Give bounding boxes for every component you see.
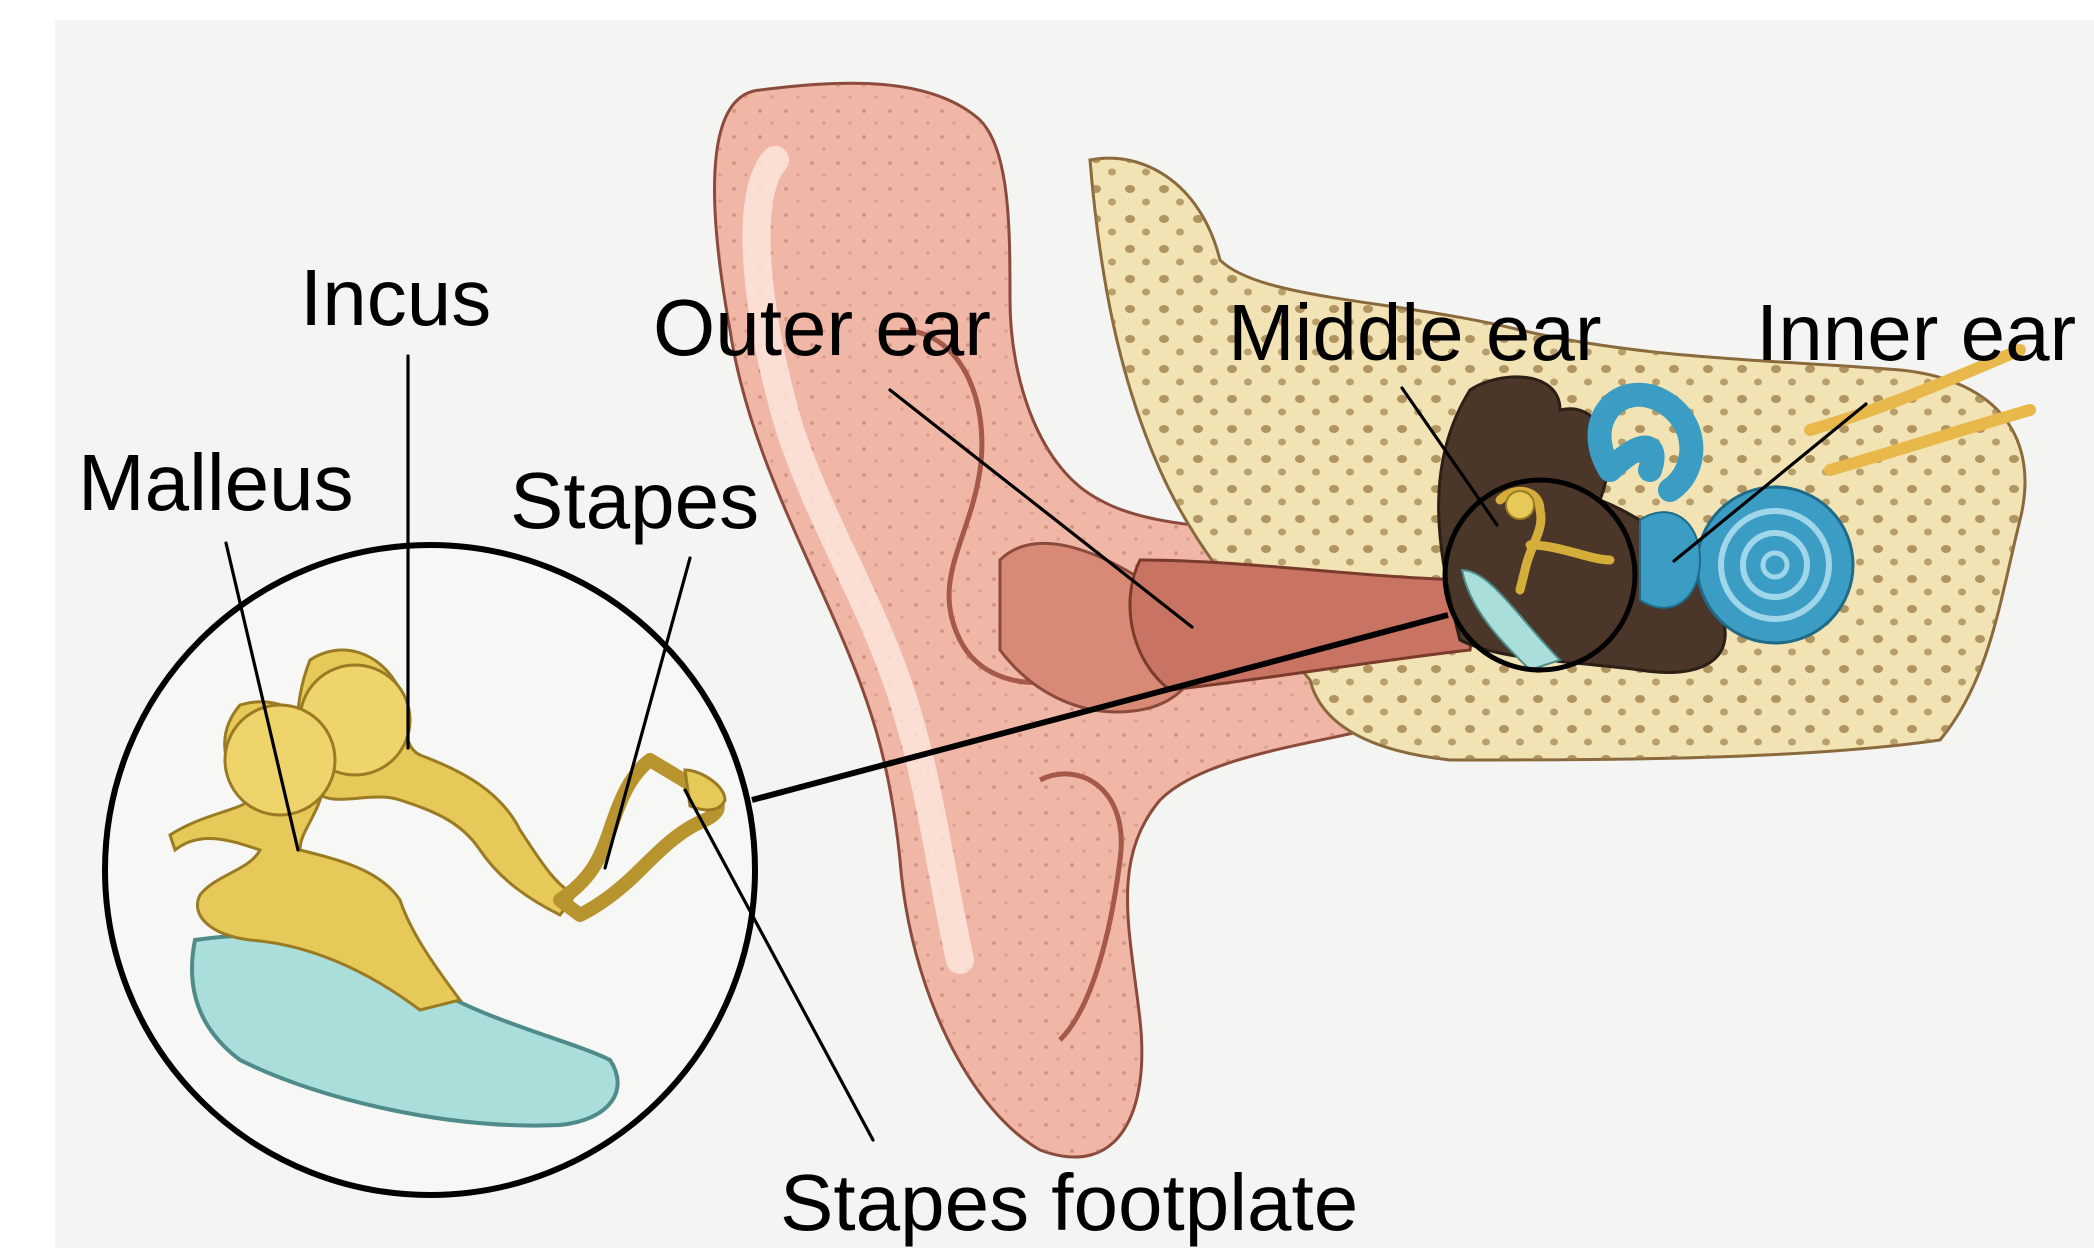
label-malleus: Malleus: [78, 438, 354, 527]
label-stapes-footplate: Stapes footplate: [780, 1158, 1358, 1247]
label-middle-ear: Middle ear: [1228, 288, 1602, 377]
label-incus: Incus: [300, 253, 491, 342]
ossicle-head-small: [1506, 491, 1534, 519]
vestibule: [1640, 512, 1700, 608]
magnified-view: [105, 545, 755, 1195]
label-inner-ear: Inner ear: [1756, 288, 2076, 377]
malleus-head: [225, 705, 335, 815]
label-outer-ear: Outer ear: [653, 283, 991, 372]
label-stapes: Stapes: [510, 456, 759, 545]
